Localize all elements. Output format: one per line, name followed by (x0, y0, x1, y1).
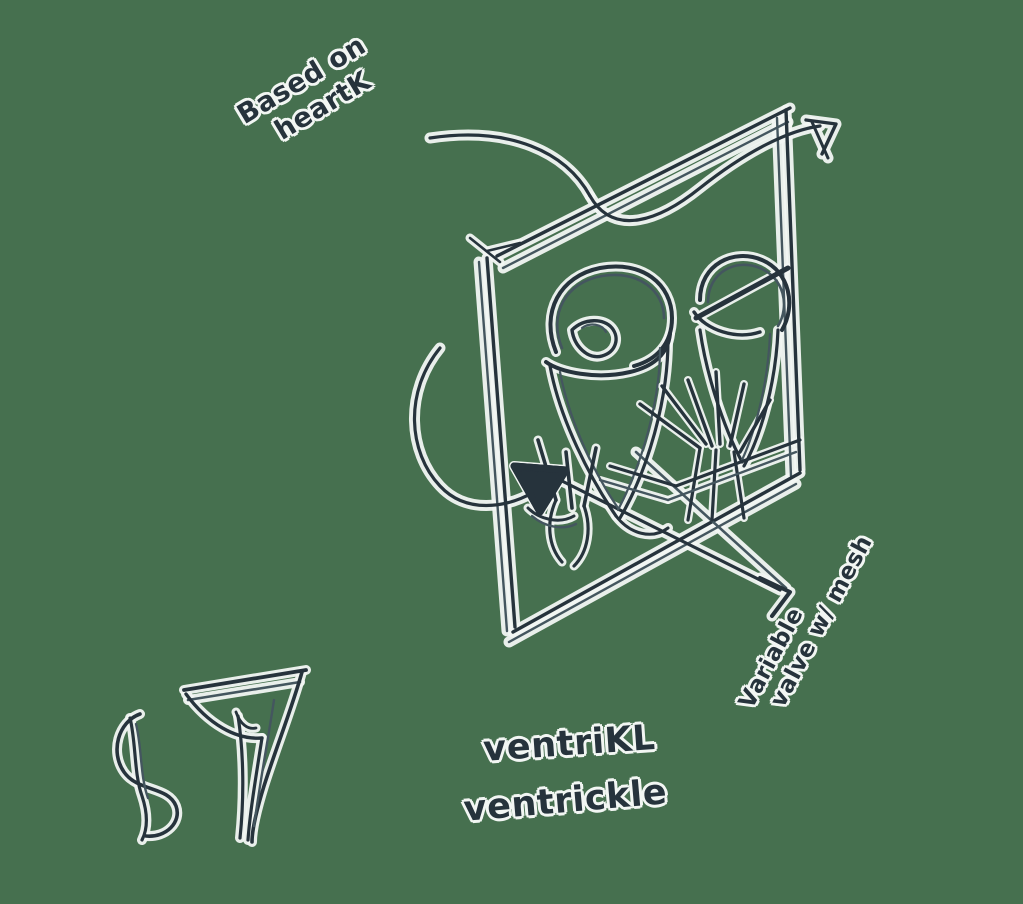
funnel-valve-sketch-glyph (182, 668, 308, 844)
halo-layer (112, 102, 842, 847)
leader-arrow-to-heart-reference (428, 118, 838, 223)
lower-leaflet-cluster (526, 438, 598, 568)
valve-mesh-leaflets (598, 370, 802, 522)
s-curve-sketch-glyph (115, 712, 180, 842)
valve-cup-with-mesh-opening (544, 264, 674, 536)
ink-layer (115, 106, 838, 844)
leader-curve-left (412, 346, 536, 507)
